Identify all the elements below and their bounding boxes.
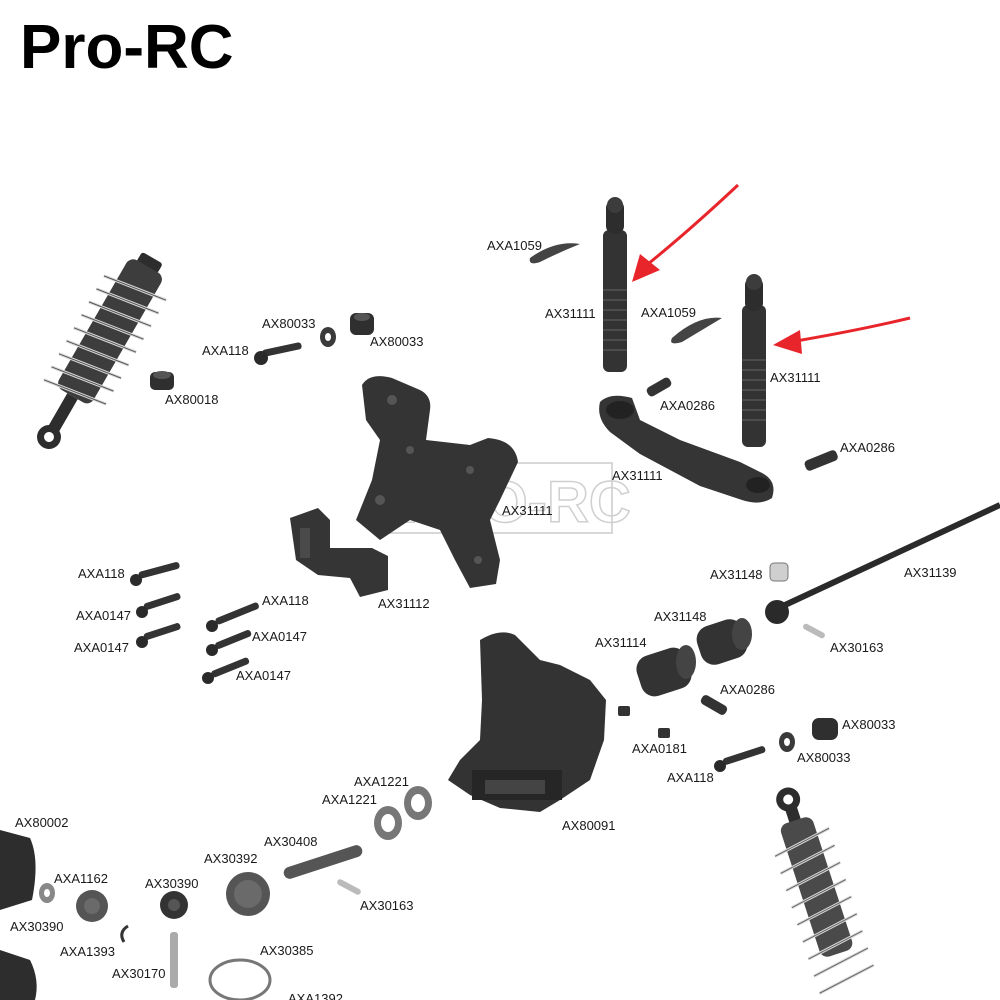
part-label: AXA1059: [487, 238, 542, 253]
washer-ax80033-right: [779, 732, 795, 752]
part-label: AXA0286: [840, 440, 895, 455]
part-label: AX31111: [545, 306, 596, 321]
part-label: AX30170: [112, 966, 166, 981]
washer-ax30390: [39, 883, 55, 903]
part-label: AX30163: [830, 640, 884, 655]
bearing-axa1221-a: [404, 786, 432, 820]
part-label: AX80033: [262, 316, 316, 331]
arrow-icon: [632, 183, 740, 282]
ring-ax30385: [208, 958, 272, 1000]
part-label: AX30163: [360, 898, 414, 913]
part-label: AXA0147: [252, 629, 307, 644]
gear-ax30392: [226, 872, 270, 916]
part-label: AX31148: [654, 609, 707, 624]
part-label: AX31111: [502, 503, 553, 518]
part-label: AX80033: [797, 750, 851, 765]
gear-axa1162: [76, 890, 108, 922]
screw-axa0147-mid-b: [202, 657, 250, 684]
part-label: AX31139: [904, 565, 957, 580]
nut-ax80033-top: [350, 313, 374, 335]
part-label: AX80002: [15, 815, 69, 830]
part-label: AX80091: [562, 818, 616, 833]
washer-ax80033-top: [320, 327, 336, 347]
nut-ax80033-right: [812, 718, 838, 740]
part-label: AXA1059: [641, 305, 696, 320]
coupler-ax31114: [636, 645, 696, 697]
part-label: AXA0181: [632, 741, 687, 756]
arrow-icon: [773, 316, 911, 354]
part-label: AX80033: [842, 717, 896, 732]
part-label: AX31148: [710, 567, 763, 582]
bracket-ax31112: [290, 508, 388, 597]
part-label: AXA1221: [322, 792, 377, 807]
part-label: AX30392: [204, 851, 258, 866]
body-post-right: [742, 274, 766, 447]
part-label: AX31112: [378, 596, 430, 611]
part-label: AX80018: [165, 392, 219, 407]
screw-axa118-right: [714, 746, 766, 772]
clip-axa1393: [120, 924, 129, 943]
part-label: AX80033: [370, 334, 424, 349]
cap-screw-axa0286-b: [804, 450, 838, 471]
body-post-left: [603, 197, 627, 372]
part-label: AXA1162: [54, 871, 108, 886]
shock-absorber-left: [37, 252, 167, 449]
screw-axa0147-mid-a: [206, 630, 252, 656]
part-labels: AXA1059 AX31111 AXA1059 AX31111 AX80033 …: [10, 238, 957, 1000]
part-label: AXA118: [78, 566, 125, 581]
screw-axa0147-left-a: [136, 593, 181, 618]
pin-ax30163-lower: [337, 879, 361, 895]
cap-screw-axa0286-a: [646, 377, 672, 397]
gear-ax30390: [160, 891, 188, 919]
part-label: AX30390: [10, 919, 64, 934]
part-label: AXA118: [667, 770, 714, 785]
screw-axa0147-left-b: [136, 623, 181, 648]
part-label: AXA1392: [288, 991, 343, 1000]
drive-shaft: [765, 502, 1000, 624]
cap-screw-axa0286-c: [700, 695, 728, 715]
screw-axa118-left: [130, 562, 180, 586]
screw-axa118-top: [254, 342, 302, 365]
body-mount: [599, 395, 774, 503]
shock-absorber-right: [774, 787, 875, 995]
set-screw-axa0181: [618, 706, 670, 738]
shaft-ax30408: [283, 845, 363, 879]
brand-title: Pro-RC: [20, 13, 234, 82]
part-label: AX30385: [260, 943, 314, 958]
screw-axa118-mid: [206, 602, 259, 632]
part-label: AX31111: [612, 468, 663, 483]
part-label: AX31111: [770, 370, 821, 385]
part-label: AX31114: [595, 635, 647, 650]
part-label: AX30390: [145, 876, 199, 891]
pin-ax30163-right: [803, 623, 825, 639]
coupler-ax31148-small: [769, 562, 789, 582]
part-label: AXA0286: [720, 682, 775, 697]
shock-tower: [356, 376, 518, 588]
gearbox-housing: [448, 632, 606, 812]
body-clip-right: [671, 317, 722, 344]
part-label: AXA0147: [76, 608, 131, 623]
part-label: AXA0147: [236, 668, 291, 683]
part-label: AXA0147: [74, 640, 129, 655]
bearing-axa1221-b: [374, 806, 402, 840]
pin-ax30170: [170, 932, 178, 988]
housing-ax80002: [0, 830, 37, 1000]
part-label: AXA0286: [660, 398, 715, 413]
nut-ax80018: [150, 371, 174, 390]
part-label: AX30408: [264, 834, 318, 849]
part-label: AXA1221: [354, 774, 409, 789]
part-label: AXA1393: [60, 944, 115, 959]
body-clip-left: [529, 243, 580, 264]
part-label: AXA118: [202, 343, 249, 358]
coupler-ax31148: [696, 618, 752, 665]
part-label: AXA118: [262, 593, 309, 608]
